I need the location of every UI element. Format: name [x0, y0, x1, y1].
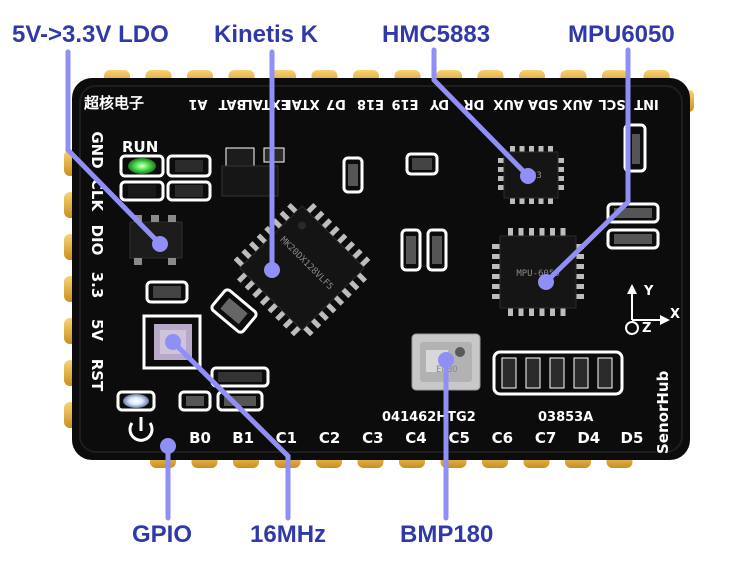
axis-z: Z [642, 321, 651, 336]
left-pin-label: DIO [88, 225, 106, 256]
callout-crystal: 16MHz [250, 521, 326, 548]
callout-mpu: MPU6050 [568, 21, 675, 48]
top-pin-label: EXTAL [244, 96, 289, 111]
run-led [128, 158, 156, 174]
bottom-pin-label: C3 [362, 429, 383, 447]
bottom-pin-label: C7 [535, 429, 556, 447]
left-pin-label: GND [88, 131, 106, 168]
callout-hmc: HMC5883 [382, 21, 490, 48]
bottom-pin-label: C5 [448, 429, 469, 447]
mpu6050-chip: MPU-6050 [492, 228, 584, 316]
bottom-pin-label: D5 [621, 429, 644, 447]
run-led-outline [119, 154, 165, 178]
callout-kinetis: Kinetis K [214, 21, 319, 48]
power-led [123, 394, 149, 408]
bottom-pin-label: B0 [189, 429, 211, 447]
top-pin-label: D7 [326, 96, 346, 111]
leader-mpu [543, 47, 631, 285]
top-pin-label: A1 [188, 96, 207, 111]
left-pin-label: 5V [88, 319, 106, 341]
callout-dots [152, 168, 554, 454]
serial-left: 041462HTG2 [382, 410, 476, 425]
top-pin-label: E19 [392, 96, 419, 111]
bottom-pin-label: C6 [492, 429, 513, 447]
axis-y: Y [643, 284, 654, 299]
resistor [128, 185, 156, 197]
pcb-board [72, 78, 690, 460]
mpu-marking: MPU-6050 [516, 269, 559, 279]
oscillator-outline [142, 314, 202, 370]
left-pin-label: 3.3 [88, 272, 106, 299]
brand-label: SenorHub [654, 370, 672, 454]
resistor-outline [119, 180, 165, 202]
top-pin-label: SDA [528, 96, 558, 111]
serial-right: 03853A [538, 410, 593, 425]
top-pin-label: DY [429, 96, 449, 111]
bottom-pin-label: C1 [276, 429, 297, 447]
resistor-array [492, 350, 624, 396]
callout-gpio: GPIO [132, 521, 192, 548]
cap-outline-2 [166, 180, 212, 202]
crystal [220, 297, 248, 325]
top-pin-label: SCL [598, 96, 625, 111]
top-pin-label: INT [634, 96, 659, 111]
callout-bmp: BMP180 [400, 521, 493, 548]
cap-outline-3 [342, 156, 364, 194]
leader-crystal [170, 339, 291, 521]
top-pin-label: XTAL [283, 96, 319, 111]
axis-x: X [670, 307, 680, 322]
transistor-body [221, 165, 279, 197]
top-pin-label: E18 [357, 96, 384, 111]
power-icon [128, 417, 154, 442]
top-pin-label: DR [464, 96, 485, 111]
callout-leaders [65, 47, 631, 521]
run-label: RUN [122, 138, 158, 156]
axis-indicator: Y X Z [625, 284, 680, 336]
pcb-edge [79, 85, 683, 453]
bottom-pin-label: D4 [577, 429, 600, 447]
power-led-outline [116, 390, 156, 412]
left-pin-label: RST [88, 359, 106, 392]
bottom-pin-labels: B0 B1 C1 C2 C3 C4 C5 C6 C7 D4 D5 [189, 429, 643, 447]
bottom-pin-label: C4 [405, 429, 426, 447]
leader-hmc [431, 47, 531, 179]
leader-ldo [65, 49, 163, 247]
board-logo: 超核电子 [83, 94, 144, 112]
top-pin-label: AUX [562, 96, 592, 111]
small-transistor [225, 147, 255, 167]
crystal-outline [210, 288, 258, 334]
top-pin-label: BAT [218, 96, 246, 111]
bottom-pin-label: B1 [232, 429, 254, 447]
callout-ldo: 5V->3.3V LDO [12, 21, 169, 48]
cap-outline [166, 154, 212, 178]
cap-2 [175, 185, 203, 197]
bottom-pin-label: C2 [319, 429, 340, 447]
top-pin-label: AUX [493, 96, 523, 111]
cap [175, 160, 203, 172]
